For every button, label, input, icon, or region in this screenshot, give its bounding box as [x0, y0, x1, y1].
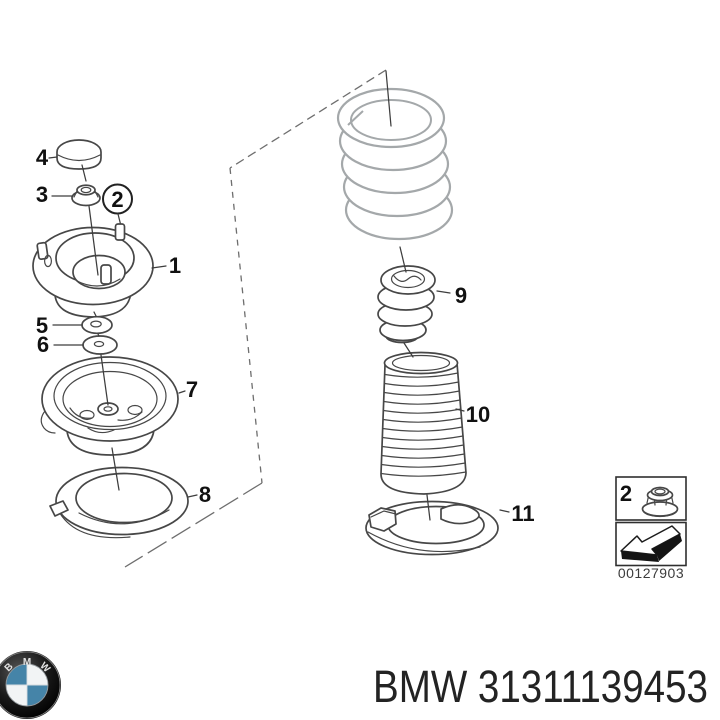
part-11-spring-pad: [365, 500, 499, 556]
inset-code: 00127903: [618, 565, 684, 581]
callout-label-6: 6: [37, 332, 49, 357]
mount-stud-left: [36, 241, 49, 261]
bmw-logo-quadrants: [5, 663, 49, 707]
part-6-washer: [82, 335, 118, 355]
inset-nut-thumbnail: [641, 486, 679, 518]
part-7-spring-seat: [40, 356, 179, 456]
callout-label-9: 9: [455, 283, 467, 308]
direction-arrow-icon: [620, 525, 682, 562]
callout-label-4: 4: [36, 145, 49, 170]
part-5-washer: [81, 315, 113, 335]
callout-label-7: 7: [186, 377, 198, 402]
callout-label-8: 8: [199, 482, 211, 507]
leader-lines: [48, 70, 510, 521]
mount-stud-center: [100, 264, 112, 285]
logo-letter-m: M: [23, 657, 31, 668]
part-number-text: BMW 31311139453: [373, 661, 708, 712]
callout-label-10: 10: [466, 402, 490, 427]
inset-ref-label: 2: [620, 481, 632, 506]
reference-bracket-dashed-lines: [124, 69, 387, 568]
part-9-bump-stop: [377, 265, 436, 344]
bmw-logo: B M W: [0, 651, 61, 719]
part-1-strut-mount: [32, 223, 154, 318]
part-4-cap: [56, 139, 102, 170]
callout-label-2: 2: [111, 187, 123, 212]
coil-spring: [336, 87, 454, 241]
part-10-dust-boot: [380, 351, 467, 495]
part-8-gasket-ring: [49, 466, 189, 539]
part-3-nut: [71, 184, 101, 207]
callout-label-1: 1: [169, 253, 181, 278]
callout-label-5: 5: [36, 313, 48, 338]
callout-labels: 4 3 2 1 5 6 7 8 9 10 11: [36, 145, 535, 526]
mount-stud-top: [114, 223, 126, 241]
callout-label-3: 3: [36, 182, 48, 207]
reference-inset: 2 00127903: [615, 476, 687, 581]
callout-label-11: 11: [511, 501, 534, 526]
